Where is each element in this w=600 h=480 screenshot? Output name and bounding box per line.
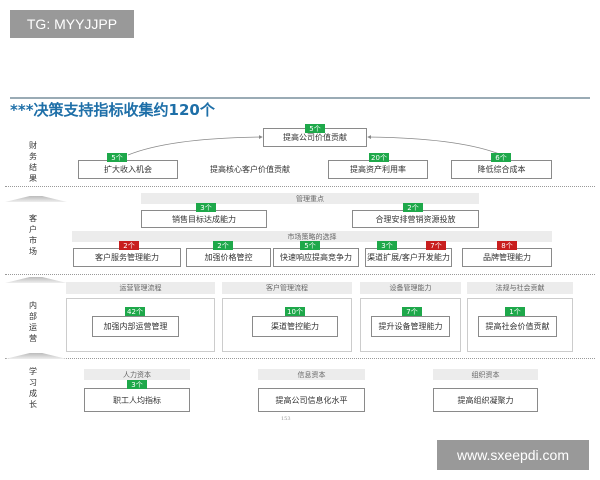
box-fin-3: 降低综合成本 [451,160,552,179]
badge: 5个 [305,124,325,133]
arrow-left [127,135,263,156]
badge: 5个 [300,241,320,250]
label-financial: 财务结果 [29,141,37,183]
box-int-1: 渠道管控能力 [252,316,338,337]
group-int-0 [66,298,215,352]
watermark-top-left: TG: MYYJJPP [10,10,134,38]
header-learn-0: 人力资本 [84,369,190,380]
badge: 10个 [285,307,305,316]
text-fin-1: 提高核心客户价值贡献 [210,165,290,174]
header-mgmt: 管理重点 [141,193,479,204]
box-cust-r2-4: 品牌管理能力 [462,248,552,267]
box-cust-r1-0: 销售目标达成能力 [141,210,267,228]
badge: 5个 [107,153,127,162]
badge: 3个 [127,380,147,389]
up-arrow-shape [5,353,67,359]
header-int-1: 客户管理流程 [222,282,352,294]
up-arrow-shape [5,277,67,283]
box-cust-r2-0: 客户服务管理能力 [73,248,181,267]
header-int-0: 运营管理流程 [66,282,215,294]
badge: 1个 [505,307,525,316]
badge: 6个 [491,153,511,162]
box-cust-r1-1: 合理安排营销资源投放 [352,210,479,228]
box-learn-0: 职工人均指标 [84,388,190,412]
badge: 7个 [402,307,422,316]
badge: 2个 [119,241,139,250]
badge: 8个 [497,241,517,250]
group-int-3 [467,298,573,352]
box-int-0: 加强内部运营管理 [92,316,179,337]
page-number: 153 [281,416,291,422]
box-learn-2: 提高组织凝聚力 [433,388,538,412]
badge: 20个 [369,153,389,162]
label-customer: 客户市场 [29,214,37,256]
page-title: ***决策支持指标收集约120个 [10,101,215,119]
divider [5,274,595,275]
header-market: 市场策略的选择 [72,231,552,242]
header-int-3: 法规与社会贡献 [467,282,573,294]
box-cust-r2-1: 加强价格管控 [186,248,271,267]
group-int-2 [360,298,461,352]
box-int-3: 提高社会价值贡献 [478,316,557,337]
badge: 3个 [196,203,216,212]
header-learn-2: 组织资本 [433,369,538,380]
up-arrow-shape [5,196,67,202]
header-int-2: 设备管理能力 [360,282,461,294]
box-fin-2: 提高资产利用率 [328,160,428,179]
box-cust-r2-3: 渠道扩展/客户开发能力 [365,248,452,267]
badge: 2个 [403,203,423,212]
box-fin-0: 扩大收入机会 [78,160,178,179]
header-learn-1: 信息资本 [258,369,365,380]
group-int-1 [222,298,352,352]
badge: 3个 [377,241,397,250]
divider [5,358,595,359]
badge: 7个 [426,241,446,250]
box-int-2: 提升设备管理能力 [371,316,450,337]
divider [5,186,595,187]
label-internal: 内部运营 [29,301,37,343]
arrow-right [367,135,503,156]
box-cust-r2-2: 快速响应提高竞争力 [273,248,359,267]
label-learning: 学习成长 [29,367,37,409]
box-learn-1: 提高公司信息化水平 [258,388,365,412]
badge: 42个 [125,307,145,316]
watermark-bottom-right: www.sxeepdi.com [437,440,589,470]
top-rule [10,97,590,99]
badge: 2个 [213,241,233,250]
